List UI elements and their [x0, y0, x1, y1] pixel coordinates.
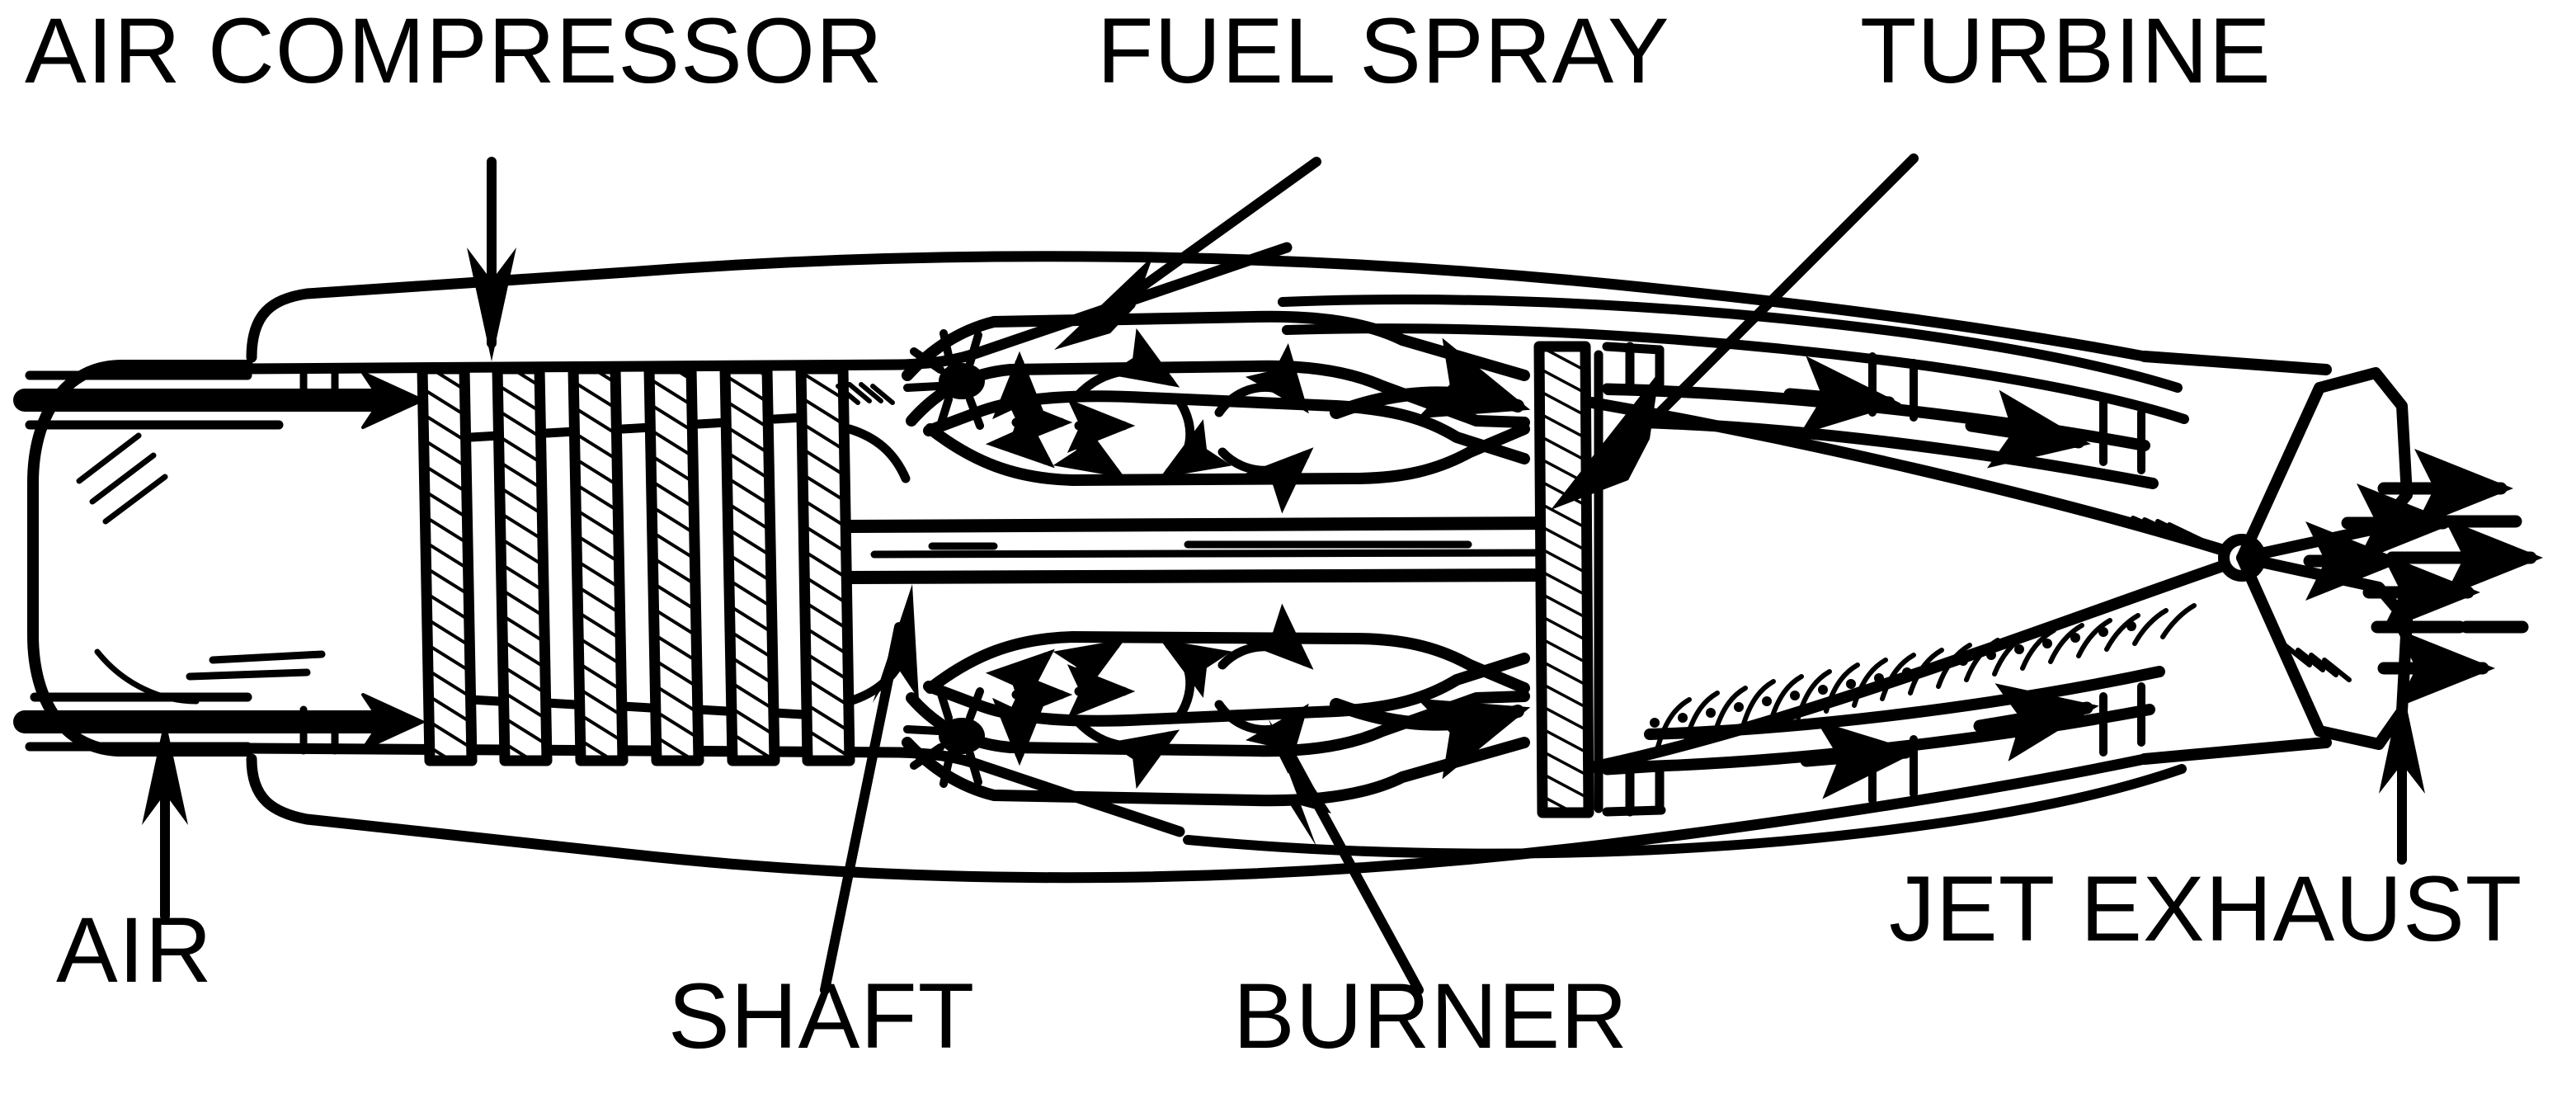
exhaust-duct-flow [1603, 352, 2165, 804]
fuel-nozzle-upper [903, 329, 985, 430]
label-fuel-spray: FUEL SPRAY [1097, 0, 1670, 102]
outer-cowl [242, 242, 2189, 884]
label-jet-exhaust: JET EXHAUST [1889, 857, 2522, 960]
burner-lower [902, 603, 1531, 807]
fuel-nozzle-lower [903, 687, 985, 788]
burner-upper [902, 310, 1531, 514]
label-air: AIR [56, 898, 213, 1002]
casing-ticks [299, 365, 339, 755]
leader-lines [142, 153, 2425, 995]
labels: AIR COMPRESSOR FUEL SPRAY TURBINE AIR SH… [25, 0, 2522, 1068]
label-burner: BURNER [1233, 964, 1628, 1068]
jet-exhaust-arrows [2303, 448, 2543, 708]
air-compressor [417, 363, 911, 766]
intake-arrows [13, 370, 424, 752]
label-air-compressor: AIR COMPRESSOR [25, 0, 883, 102]
turbine-disc [1533, 341, 1666, 818]
label-turbine: TURBINE [1860, 0, 2272, 102]
label-shaft: SHAFT [668, 964, 975, 1068]
shaft [843, 516, 1566, 584]
